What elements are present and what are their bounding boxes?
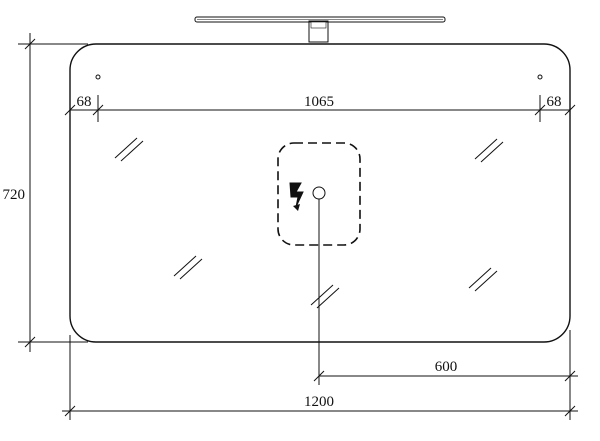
led-light-fixture bbox=[194, 16, 446, 43]
total-width-label: 1200 bbox=[304, 394, 334, 410]
glass-hatch-icon bbox=[114, 137, 504, 309]
top-span-label: 1065 bbox=[304, 94, 334, 110]
right-mounting-hole bbox=[537, 74, 543, 80]
mirror-outline bbox=[69, 43, 571, 343]
socket-offset-label: 600 bbox=[435, 359, 458, 375]
outlet-circle-icon bbox=[312, 186, 326, 200]
top-right-margin-label: 68 bbox=[547, 94, 562, 110]
total-width-dimension-line bbox=[62, 335, 578, 420]
socket-offset-dimension-line bbox=[313, 330, 578, 420]
top-left-margin-label: 68 bbox=[77, 94, 92, 110]
left-mounting-hole bbox=[95, 74, 101, 80]
top-dimension-line bbox=[64, 95, 576, 122]
lightning-bolt-icon bbox=[289, 182, 304, 211]
height-label: 720 bbox=[3, 187, 26, 203]
height-dimension-line bbox=[18, 33, 88, 352]
